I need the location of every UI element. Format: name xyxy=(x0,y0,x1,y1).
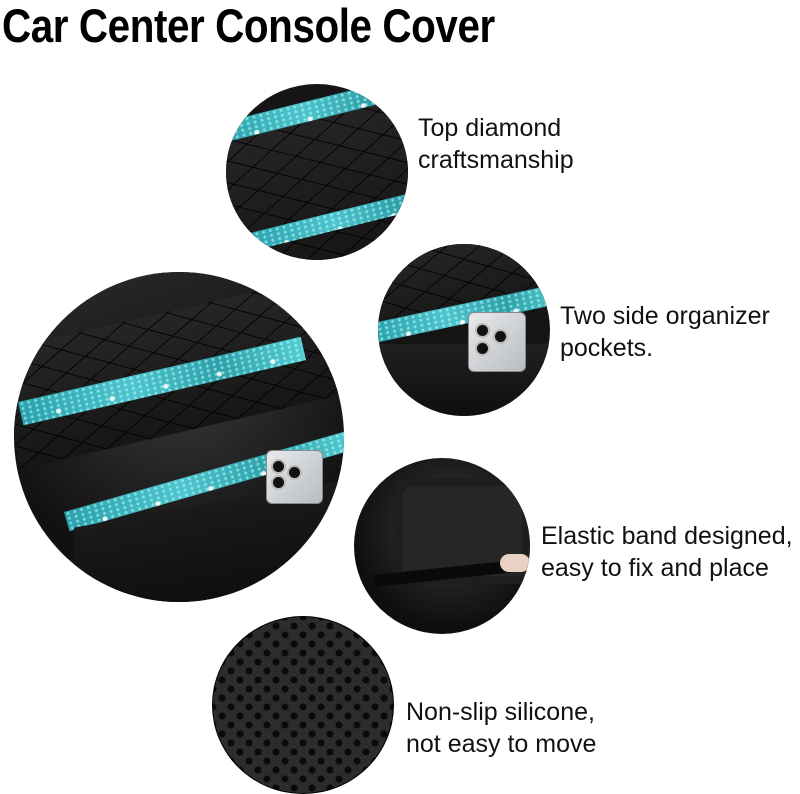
label-line: Two side organizer xyxy=(560,302,770,330)
label-line: Top diamond xyxy=(418,114,562,142)
phone-in-pocket xyxy=(468,312,526,372)
feature-label-elastic-band: Elastic band designed, easy to fix and p… xyxy=(541,520,793,584)
page-title: Car Center Console Cover xyxy=(2,0,495,52)
label-line: Non-slip silicone, xyxy=(406,698,595,726)
finger xyxy=(500,554,530,572)
feature-image-top-diamond xyxy=(226,84,408,260)
label-line: easy to fix and place xyxy=(541,554,769,582)
phone-in-pocket xyxy=(266,450,323,504)
feature-image-side-pockets xyxy=(378,244,550,416)
feature-image-non-slip xyxy=(212,616,394,794)
feature-label-top-diamond: Top diamond craftsmanship xyxy=(418,112,574,176)
feature-label-non-slip: Non-slip silicone, not easy to move xyxy=(406,696,596,760)
label-line: pockets. xyxy=(560,334,654,362)
feature-label-side-pockets: Two side organizer pockets. xyxy=(560,300,770,364)
label-line: Elastic band designed, xyxy=(541,522,793,550)
main-product-image xyxy=(14,272,344,602)
feature-image-elastic-band xyxy=(354,458,530,634)
label-line: not easy to move xyxy=(406,730,597,758)
label-line: craftsmanship xyxy=(418,146,574,174)
